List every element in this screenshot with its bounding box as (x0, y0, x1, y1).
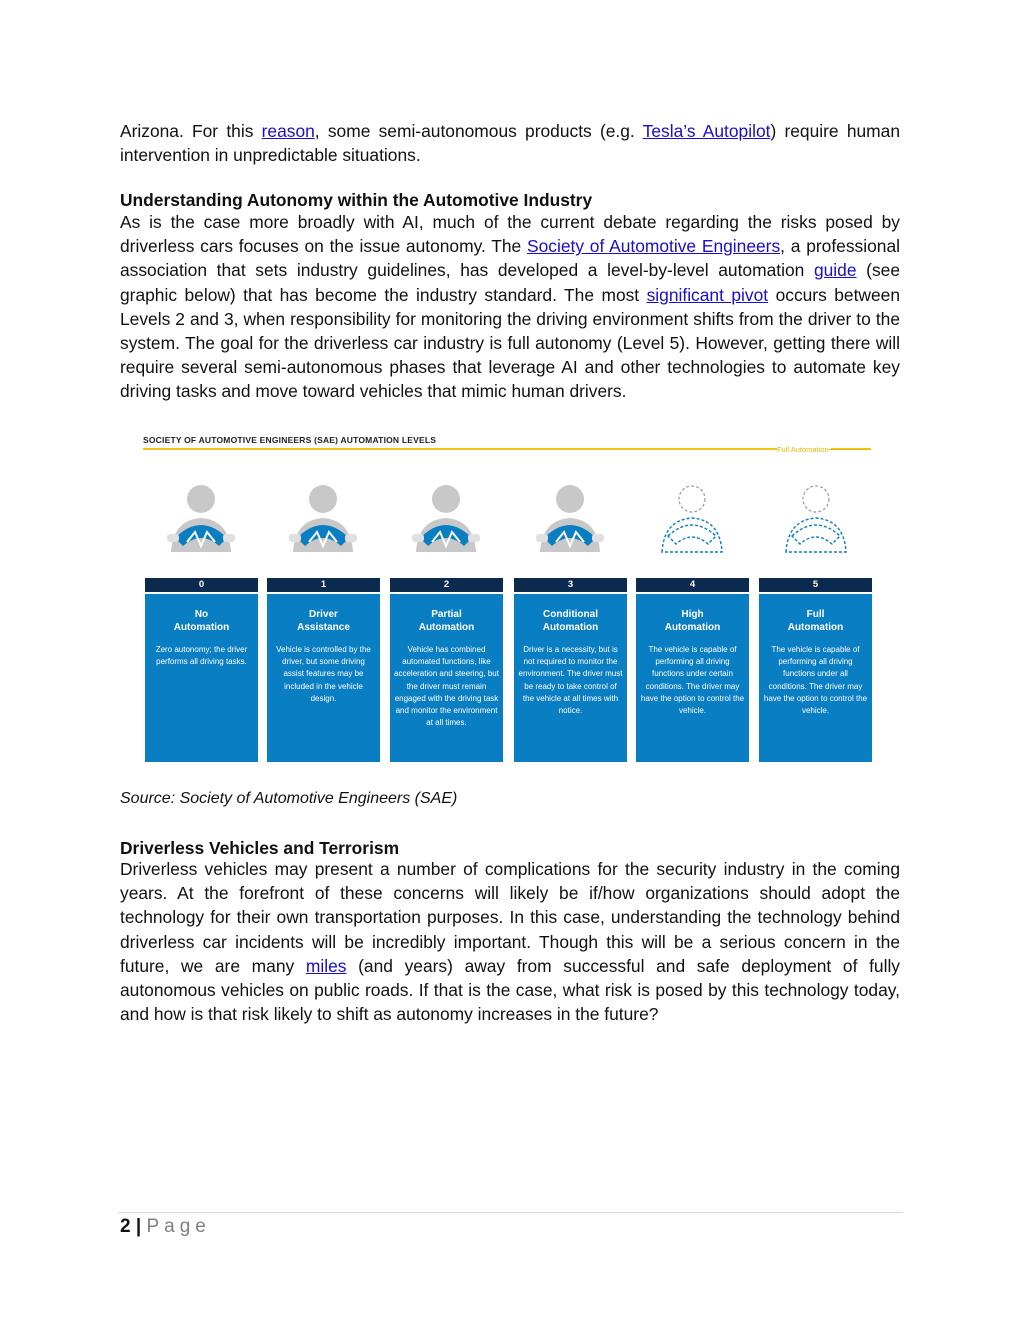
level-number: 2 (390, 578, 503, 592)
level-title-line: High (681, 609, 704, 620)
link-reason[interactable]: reason (261, 121, 315, 141)
level-description: Driver is a necessity, but is not requir… (518, 645, 623, 716)
level-number: 5 (759, 578, 872, 592)
full-automation-label: Full Automation (777, 445, 831, 454)
level-title-line: Partial (431, 609, 462, 620)
figure-title: SOCIETY OF AUTOMOTIVE ENGINEERS (SAE) AU… (143, 435, 437, 445)
level-title-line: Driver (309, 609, 338, 620)
figure-source: Source: Society of Automotive Engineers … (120, 790, 458, 807)
autonomous-driver-icon (652, 484, 732, 554)
level-title-line: Assistance (297, 622, 350, 633)
section-heading-autonomy: Understanding Autonomy within the Automo… (120, 190, 593, 210)
page-number: 2 (120, 1216, 131, 1237)
text-run: Arizona. For this (120, 121, 262, 141)
level-number: 3 (514, 578, 627, 592)
text-run: ) require human intervention in unpredic… (120, 121, 900, 166)
link-miles[interactable]: miles (305, 955, 347, 976)
text-run: As is the case more broadly with AI, muc… (120, 212, 900, 257)
full-automation-line (829, 449, 871, 450)
text-run: (see graphic below) that has become the … (120, 260, 900, 305)
level-description: The vehicle is capable of performing all… (640, 645, 745, 716)
level-description: The vehicle is capable of performing all… (763, 645, 868, 716)
driver-icon (283, 484, 363, 554)
text-run: , a professional association that sets i… (120, 236, 900, 281)
page-footer: 2 | Page (120, 1216, 211, 1238)
link-guide[interactable]: guide (813, 260, 857, 281)
link-sae[interactable]: Society of Automotive Engineers (527, 236, 781, 257)
footer-page-word: Page (146, 1216, 211, 1237)
section-heading-terrorism: Driverless Vehicles and Terrorism (120, 838, 400, 858)
level-title-line: No (194, 609, 209, 620)
link-tesla-autopilot[interactable]: Tesla’s Autopilot (642, 121, 771, 141)
level-title-line: Automation (542, 622, 599, 633)
level-title-line: Automation (787, 622, 844, 633)
level-title-line: Automation (664, 622, 721, 633)
level-number: 4 (636, 578, 749, 592)
text-run: , some semi-autonomous products (e.g. (314, 121, 643, 141)
text-run: Driverless vehicles may present a number… (120, 859, 900, 976)
terrorism-paragraph: Driverless vehicles may present a number… (120, 857, 900, 1026)
level-description: Zero autonomy; the driver performs all d… (155, 645, 248, 667)
figure-rule (143, 448, 871, 450)
text-run: occurs between Levels 2 and 3, when resp… (120, 284, 900, 402)
link-significant-pivot[interactable]: significant pivot (646, 284, 769, 305)
driver-icon (530, 484, 610, 554)
level-description: Vehicle has combined automated functions… (394, 645, 499, 728)
level-title-line: Automation (173, 622, 230, 633)
level-title-line: Automation (418, 622, 475, 633)
level-title-line: Conditional (543, 609, 598, 620)
level-number: 1 (267, 578, 380, 592)
driver-icon (406, 484, 486, 554)
intro-paragraph: Arizona. For this reason, some semi-auto… (120, 119, 900, 167)
level-title-line: Full (806, 609, 825, 620)
footer-rule (118, 1212, 903, 1213)
text-run: (and years) away from successful and saf… (120, 955, 900, 1025)
autonomy-paragraph: As is the case more broadly with AI, muc… (120, 210, 900, 404)
level-number: 0 (145, 578, 258, 592)
level-description: Vehicle is controlled by the driver, but… (276, 645, 371, 703)
autonomous-driver-icon (776, 484, 856, 554)
driver-icon (161, 484, 241, 554)
footer-separator: | (135, 1216, 142, 1237)
